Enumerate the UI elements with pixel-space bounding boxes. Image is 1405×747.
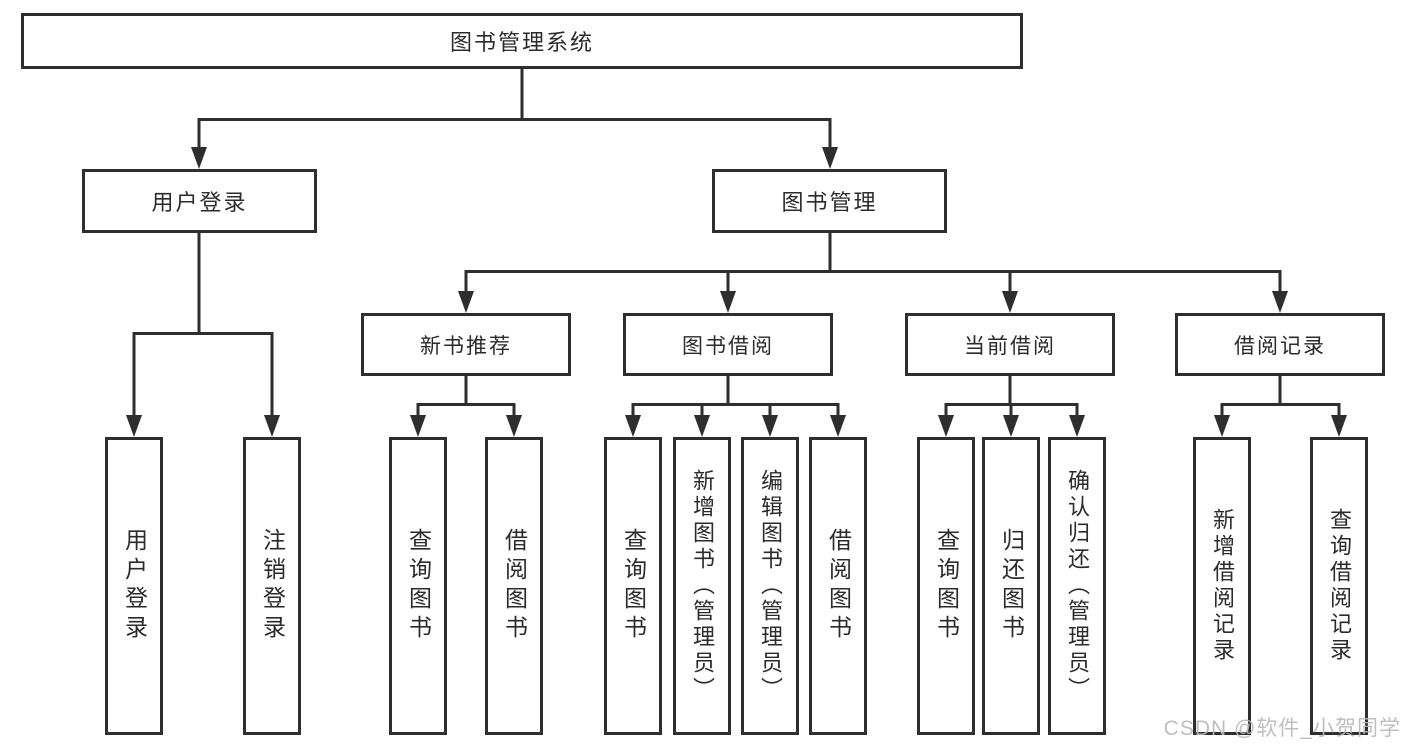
leaf-br-query-record: 查询借阅记录 (1310, 437, 1368, 735)
branch-book-management (458, 233, 1288, 313)
leaf-bb-add-books-admin: 新增图书（管理员） (673, 437, 731, 735)
branch-current-borrowing (938, 376, 1085, 437)
arrowhead-icon (1214, 415, 1230, 437)
leaf-cb-confirm-return-admin: 确认归还（管理员） (1048, 437, 1106, 735)
arrowhead-icon (830, 415, 846, 437)
arrowhead-icon (762, 415, 778, 437)
branch-user-login (126, 233, 280, 437)
node-new-book-recommendation: 新书推荐 (361, 313, 571, 376)
branch-new-book-recommendation (410, 376, 522, 437)
arrowhead-icon (410, 415, 426, 437)
leaf-bb-query-books: 查询图书 (604, 437, 662, 735)
leaf-bb-edit-books-admin: 编辑图书（管理员） (741, 437, 799, 735)
arrowhead-icon (1069, 415, 1085, 437)
leaf-nbr-query-books: 查询图书 (389, 437, 447, 735)
arrowhead-icon (506, 415, 522, 437)
arrowhead-icon (938, 415, 954, 437)
leaf-user-login: 用户登录 (105, 437, 163, 735)
arrowhead-icon (191, 147, 207, 169)
arrowhead-icon (625, 415, 641, 437)
arrowhead-icon (1272, 291, 1288, 313)
leaf-logout-login: 注销登录 (243, 437, 301, 735)
arrowhead-icon (822, 147, 838, 169)
arrowhead-icon (694, 415, 710, 437)
node-book-management: 图书管理 (712, 169, 947, 233)
node-user-login: 用户登录 (82, 169, 317, 233)
node-borrowing-records: 借阅记录 (1175, 313, 1385, 376)
arrowhead-icon (126, 415, 142, 437)
branch-root (191, 69, 838, 169)
arrowhead-icon (1331, 415, 1347, 437)
arrowhead-icon (1003, 415, 1019, 437)
leaf-br-add-record: 新增借阅记录 (1193, 437, 1251, 735)
node-book-borrowing: 图书借阅 (623, 313, 833, 376)
leaf-bb-borrow-books: 借阅图书 (809, 437, 867, 735)
node-root: 图书管理系统 (21, 13, 1023, 69)
branch-book-borrowing (625, 376, 846, 437)
arrowhead-icon (458, 291, 474, 313)
branch-borrowing-records (1214, 376, 1347, 437)
arrowhead-icon (1002, 291, 1018, 313)
leaf-cb-return-books: 归还图书 (982, 437, 1040, 735)
arrowhead-icon (264, 415, 280, 437)
leaf-nbr-borrow-books: 借阅图书 (485, 437, 543, 735)
leaf-cb-query-books: 查询图书 (917, 437, 975, 735)
node-current-borrowing: 当前借阅 (905, 313, 1115, 376)
arrowhead-icon (720, 291, 736, 313)
watermark-text: CSDN @软件_小贺同学 (1163, 717, 1401, 740)
